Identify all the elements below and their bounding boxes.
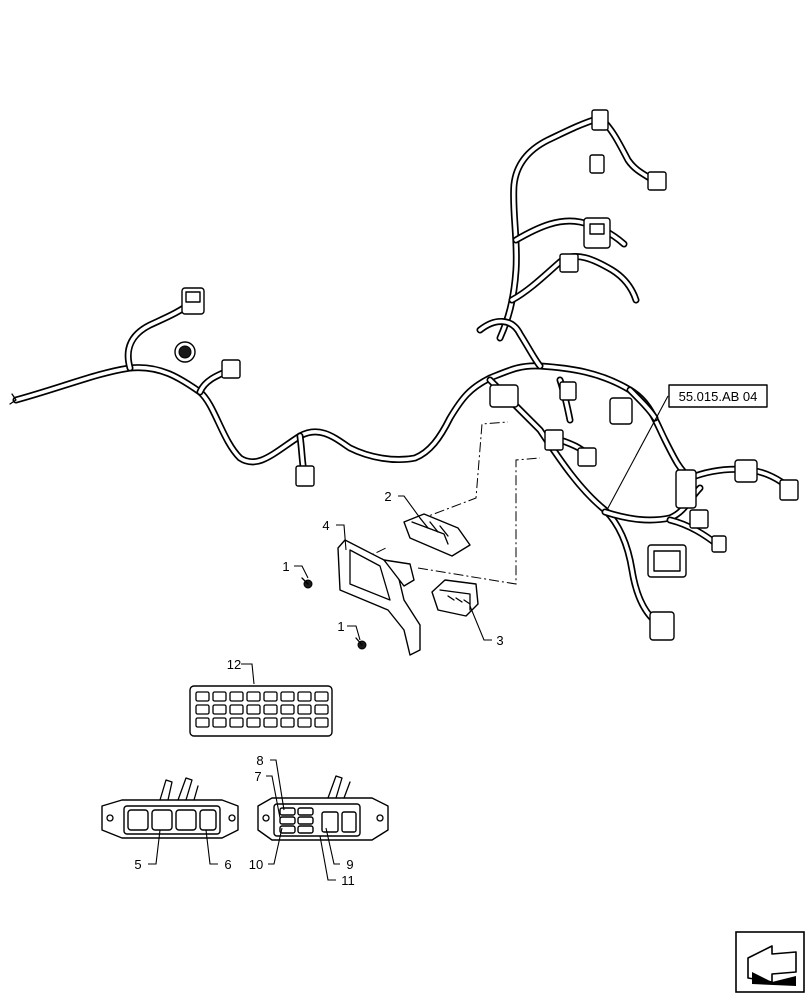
next-page-arrow-icon[interactable] xyxy=(735,931,805,993)
fuse-slot-symbol xyxy=(212,691,227,702)
fuse-slot-symbol xyxy=(297,717,312,728)
callout-6: 6 xyxy=(224,857,231,872)
callout-9: 9 xyxy=(346,857,353,872)
callout-12: 12 xyxy=(227,657,241,672)
fuse-slot-symbol xyxy=(229,691,244,702)
fuse-slot-symbol xyxy=(263,704,278,715)
fuse-slot-symbol xyxy=(297,691,312,702)
callout-1-upper: 1 xyxy=(282,559,289,574)
callout-10: 10 xyxy=(249,857,263,872)
reference-label: 55.015.AB 04 xyxy=(679,389,758,404)
fuse-slot-symbol xyxy=(263,691,278,702)
fuse-slot-symbol xyxy=(314,691,329,702)
relay-module-upper xyxy=(403,513,471,557)
fuse-slot-symbol xyxy=(246,717,261,728)
fuse-box-right xyxy=(257,775,389,841)
fuse-slot-symbol xyxy=(229,717,244,728)
callout-leaders xyxy=(148,495,492,881)
mini-fuse xyxy=(279,825,296,834)
screw-upper xyxy=(301,577,313,589)
fuse-slot-symbol xyxy=(195,717,210,728)
callout-numbers: 1 1 2 3 4 5 6 7 8 9 10 11 12 xyxy=(134,489,503,888)
callout-8: 8 xyxy=(256,753,263,768)
callout-5: 5 xyxy=(134,857,141,872)
mini-fuse xyxy=(297,825,314,834)
fuse-slot-symbol xyxy=(280,717,295,728)
fuse-slot-symbol xyxy=(297,704,312,715)
harness-connectors xyxy=(174,109,799,641)
mini-fuse xyxy=(297,807,314,816)
fuse-slot-symbol xyxy=(195,691,210,702)
fuse-box-left xyxy=(101,777,239,839)
callout-2: 2 xyxy=(384,489,391,504)
callout-4: 4 xyxy=(322,518,329,533)
screw-lower xyxy=(355,637,367,650)
fuse-relay-label-card xyxy=(189,685,333,737)
callout-1-lower: 1 xyxy=(337,619,344,634)
fuse-slot-symbol xyxy=(280,704,295,715)
callout-11: 11 xyxy=(341,873,355,888)
fuse-slot-symbol xyxy=(212,717,227,728)
mini-fuse xyxy=(297,816,314,825)
fuse-slot-symbol xyxy=(246,691,261,702)
fuse-slot-symbol xyxy=(212,704,227,715)
callout-3: 3 xyxy=(496,633,503,648)
mini-fuse xyxy=(279,807,296,816)
relay-module-lower xyxy=(431,579,479,617)
fuse-slot-symbol xyxy=(246,704,261,715)
reference-callout[interactable]: 55.015.AB 04 xyxy=(607,384,768,509)
fuse-slot-symbol xyxy=(195,704,210,715)
fuse-slot-symbol xyxy=(229,704,244,715)
fuse-slot-symbol xyxy=(314,704,329,715)
fuse-slot-symbol xyxy=(314,717,329,728)
mounting-bracket xyxy=(337,539,421,656)
fuse-slot-symbol xyxy=(263,717,278,728)
fuse-slot-symbol xyxy=(280,691,295,702)
callout-7: 7 xyxy=(254,769,261,784)
mini-fuse xyxy=(279,816,296,825)
